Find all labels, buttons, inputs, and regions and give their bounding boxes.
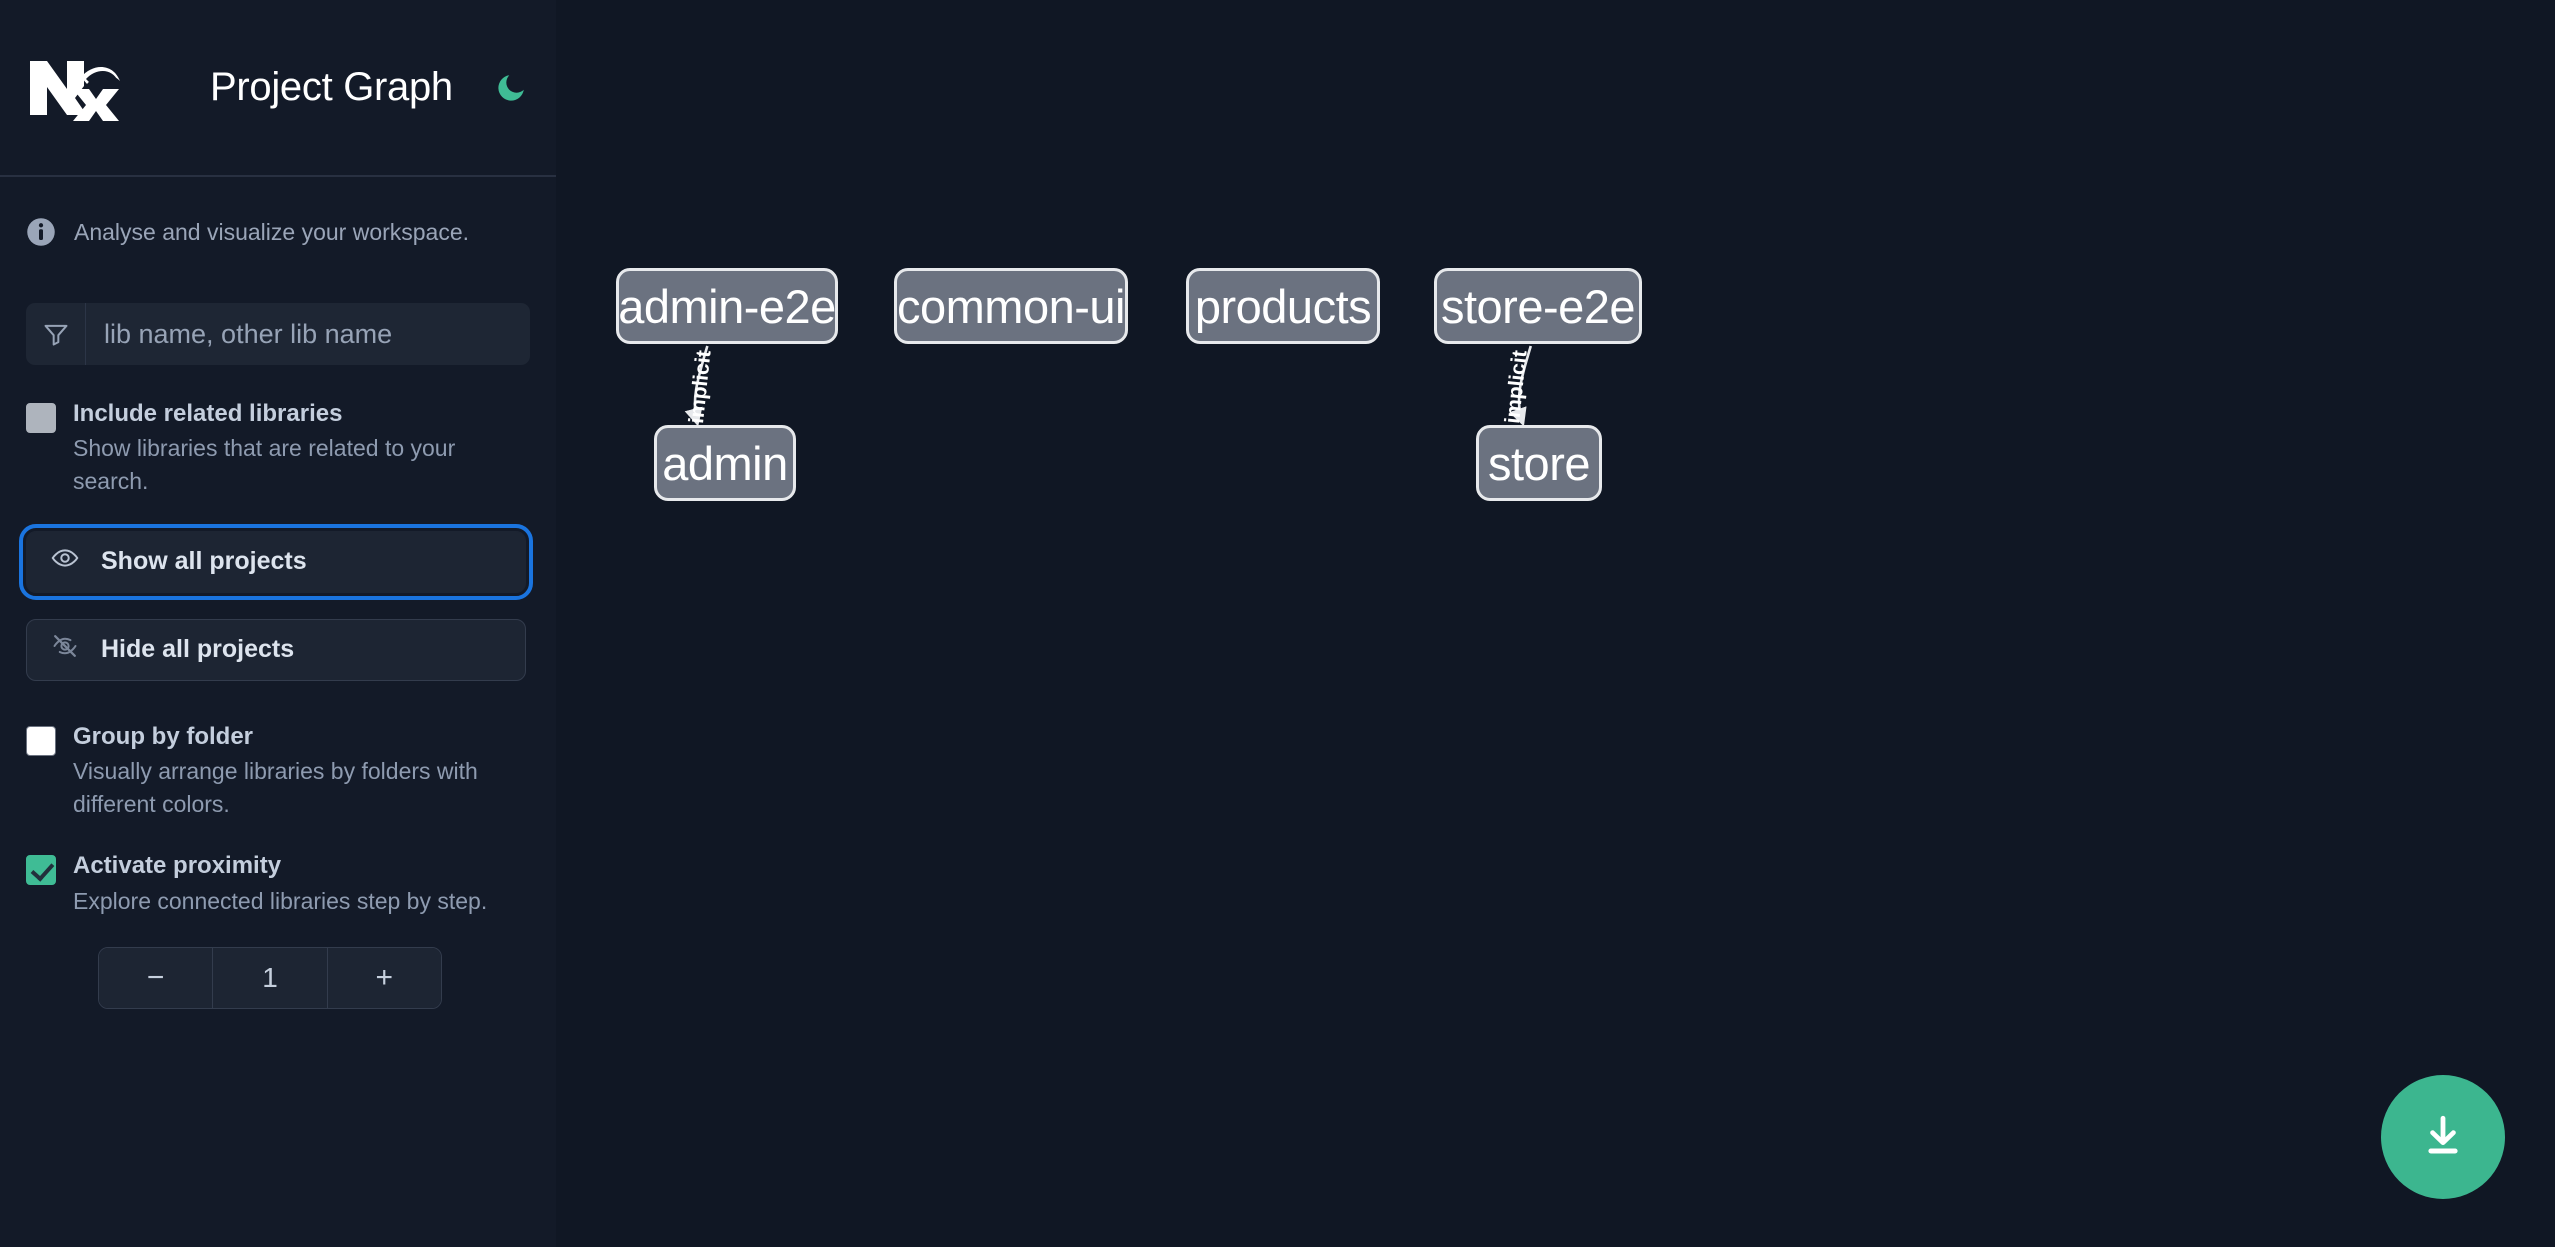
download-icon: [2418, 1111, 2468, 1164]
checkbox-include-related-libraries[interactable]: [26, 403, 56, 433]
option-description: Explore connected libraries step by step…: [73, 887, 488, 914]
option-texts: Include related libraries Show libraries…: [73, 398, 530, 498]
search-input[interactable]: [86, 303, 530, 365]
option-label: Activate proximity: [73, 852, 282, 880]
checkbox-group-by-folder[interactable]: [26, 725, 56, 756]
eye-off-icon: [51, 632, 79, 667]
graph-node-products[interactable]: products: [1186, 268, 1380, 344]
proximity-stepper[interactable]: − 1 +: [98, 947, 442, 1010]
moon-icon[interactable]: [489, 66, 533, 110]
graph-node-label: admin: [662, 436, 788, 490]
hide-all-projects-label: Hide all projects: [101, 635, 295, 664]
search-box[interactable]: [26, 303, 530, 365]
option-texts: Activate proximity Explore connected lib…: [73, 850, 530, 917]
show-all-projects-button[interactable]: Show all projects: [19, 523, 533, 600]
graph-node-label: admin-e2e: [618, 279, 836, 333]
option-description: Show libraries that are related to your …: [73, 435, 456, 495]
option-label: Include related libraries: [73, 400, 343, 427]
sidebar-body: Include related libraries Show libraries…: [0, 303, 556, 1010]
nx-logo: [26, 53, 120, 123]
graph-edges: [684, 345, 1533, 427]
option-label: Group by folder: [73, 722, 253, 750]
graph-node-common-ui[interactable]: common-ui: [894, 268, 1128, 344]
graph-node-store-e2e[interactable]: store-e2e: [1434, 268, 1642, 344]
project-graph-canvas[interactable]: implicit implicit admin-e2e common-ui pr…: [556, 0, 2555, 1247]
option-texts: Group by folder Visually arrange librari…: [73, 721, 530, 821]
graph-node-admin[interactable]: admin: [654, 425, 796, 501]
page-title: Project Graph: [210, 65, 453, 109]
filter-icon: [26, 303, 86, 365]
download-graph-button[interactable]: [2381, 1075, 2505, 1199]
show-all-projects-label: Show all projects: [101, 547, 307, 576]
edge-label-admin-implicit: implicit: [684, 349, 716, 425]
graph-node-admin-e2e[interactable]: admin-e2e: [616, 268, 838, 344]
hide-all-projects-button[interactable]: Hide all projects: [26, 618, 526, 681]
checkbox-activate-proximity[interactable]: [26, 855, 56, 886]
sidebar: Project Graph Analyse and visualize your…: [0, 0, 556, 1247]
workspace-description-row: Analyse and visualize your workspace.: [0, 177, 556, 287]
option-include-related-libraries[interactable]: Include related libraries Show libraries…: [26, 398, 530, 498]
option-activate-proximity[interactable]: Activate proximity Explore connected lib…: [26, 850, 530, 917]
eye-icon: [51, 544, 79, 579]
edge-label-store-implicit: implicit: [1500, 349, 1532, 425]
sidebar-header: Project Graph: [0, 0, 556, 177]
graph-node-label: products: [1194, 279, 1372, 333]
workspace-description: Analyse and visualize your workspace.: [74, 218, 470, 245]
graph-node-label: common-ui: [897, 279, 1125, 333]
proximity-decrement-button[interactable]: −: [99, 948, 213, 1009]
proximity-value: 1: [212, 948, 328, 1009]
option-group-by-folder[interactable]: Group by folder Visually arrange librari…: [26, 721, 530, 821]
option-description: Visually arrange libraries by folders wi…: [73, 758, 478, 817]
graph-node-label: store: [1488, 436, 1591, 490]
graph-node-label: store-e2e: [1440, 279, 1636, 333]
graph-node-store[interactable]: store: [1476, 425, 1602, 501]
proximity-increment-button[interactable]: +: [327, 948, 441, 1009]
info-icon: [26, 217, 56, 247]
